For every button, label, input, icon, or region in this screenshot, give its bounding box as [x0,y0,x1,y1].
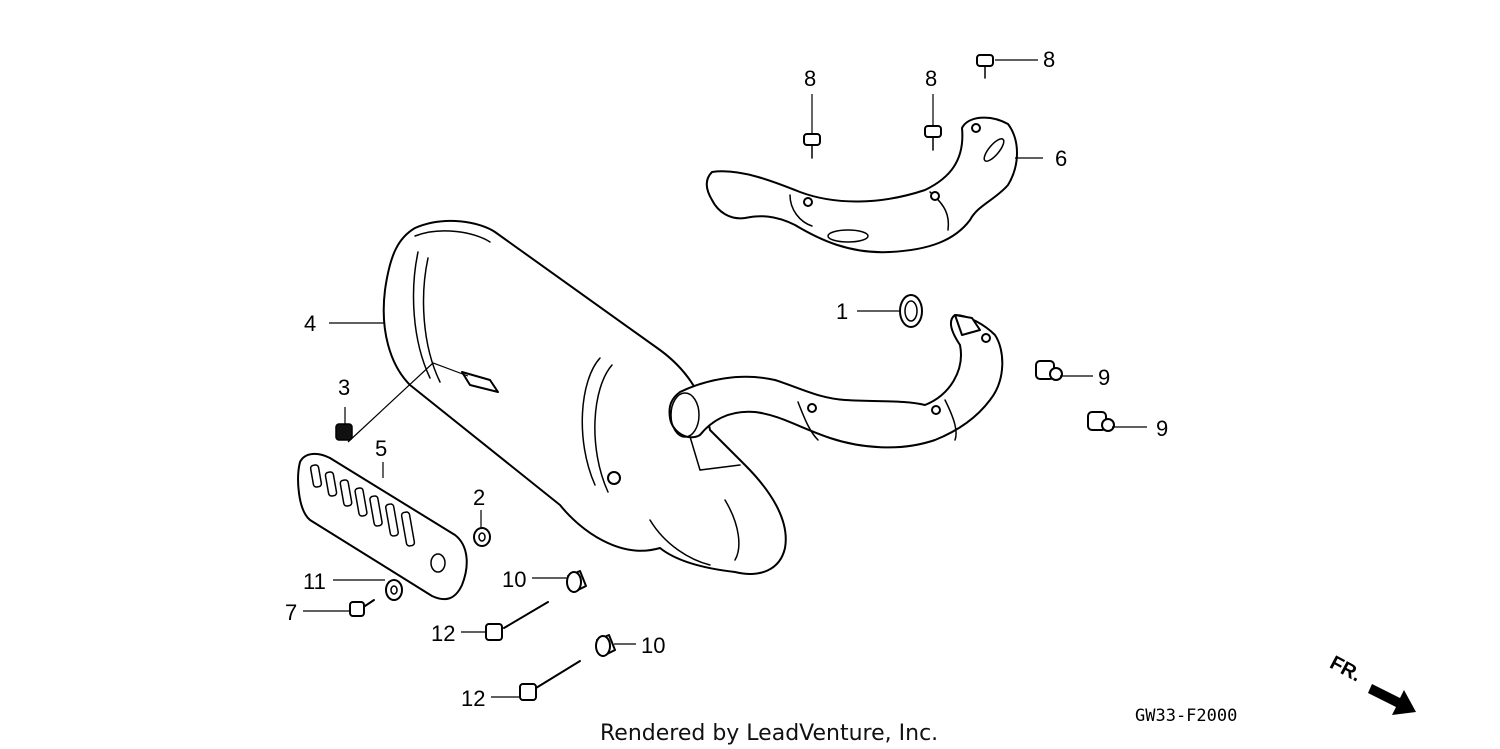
washer-part-11[interactable] [385,579,403,601]
callout-7: 7 [285,600,297,625]
render-credit: Rendered by LeadVenture, Inc. [600,721,938,746]
callout-1: 1 [836,299,848,324]
leader-lines [303,59,1147,698]
front-label: FR. [1326,652,1365,687]
collar-part-10b[interactable] [595,634,616,657]
exhaust-pipe-part[interactable] [668,314,1004,449]
callout-8a: 8 [804,66,816,91]
callout-8c: 8 [1043,47,1055,72]
callout-10a: 10 [502,567,526,592]
callout-labels: 4 1 3 5 6 8 8 8 9 9 2 11 7 10 10 12 12 [285,47,1168,711]
callout-5: 5 [375,436,387,461]
callout-11: 11 [303,569,326,594]
callout-6: 6 [1055,146,1067,171]
callout-12a: 12 [431,621,455,646]
callout-4: 4 [304,311,316,336]
callout-12b: 12 [461,686,485,711]
bolt-part-7[interactable] [349,599,375,617]
flange-bolt-part-8a[interactable] [803,133,821,159]
nut-part[interactable] [335,423,353,441]
bolt-part-12a[interactable] [485,601,549,641]
callout-8b: 8 [925,66,937,91]
cap-nut-part-9a[interactable] [1035,360,1063,381]
washer-part-2[interactable] [473,527,491,547]
muffler-protector-part[interactable] [297,452,468,601]
muffler-part[interactable] [382,219,787,575]
cap-nut-part-9b[interactable] [1087,411,1115,432]
callout-3: 3 [338,375,350,400]
collar-part-10a[interactable] [566,570,587,593]
callout-10b: 10 [641,633,665,658]
flange-bolt-part-8b[interactable] [924,125,942,151]
front-direction-indicator: FR. [1326,652,1416,715]
front-arrow-icon [1368,684,1416,715]
bolt-part-12b[interactable] [519,660,581,701]
gasket-part[interactable] [899,294,923,328]
callout-2: 2 [473,485,485,510]
diagram-code: GW33-F2000 [1135,706,1237,726]
heat-shield-part[interactable] [705,116,1018,254]
callout-9a: 9 [1098,365,1110,390]
callout-9b: 9 [1156,416,1168,441]
flange-bolt-part-8c[interactable] [976,54,994,79]
